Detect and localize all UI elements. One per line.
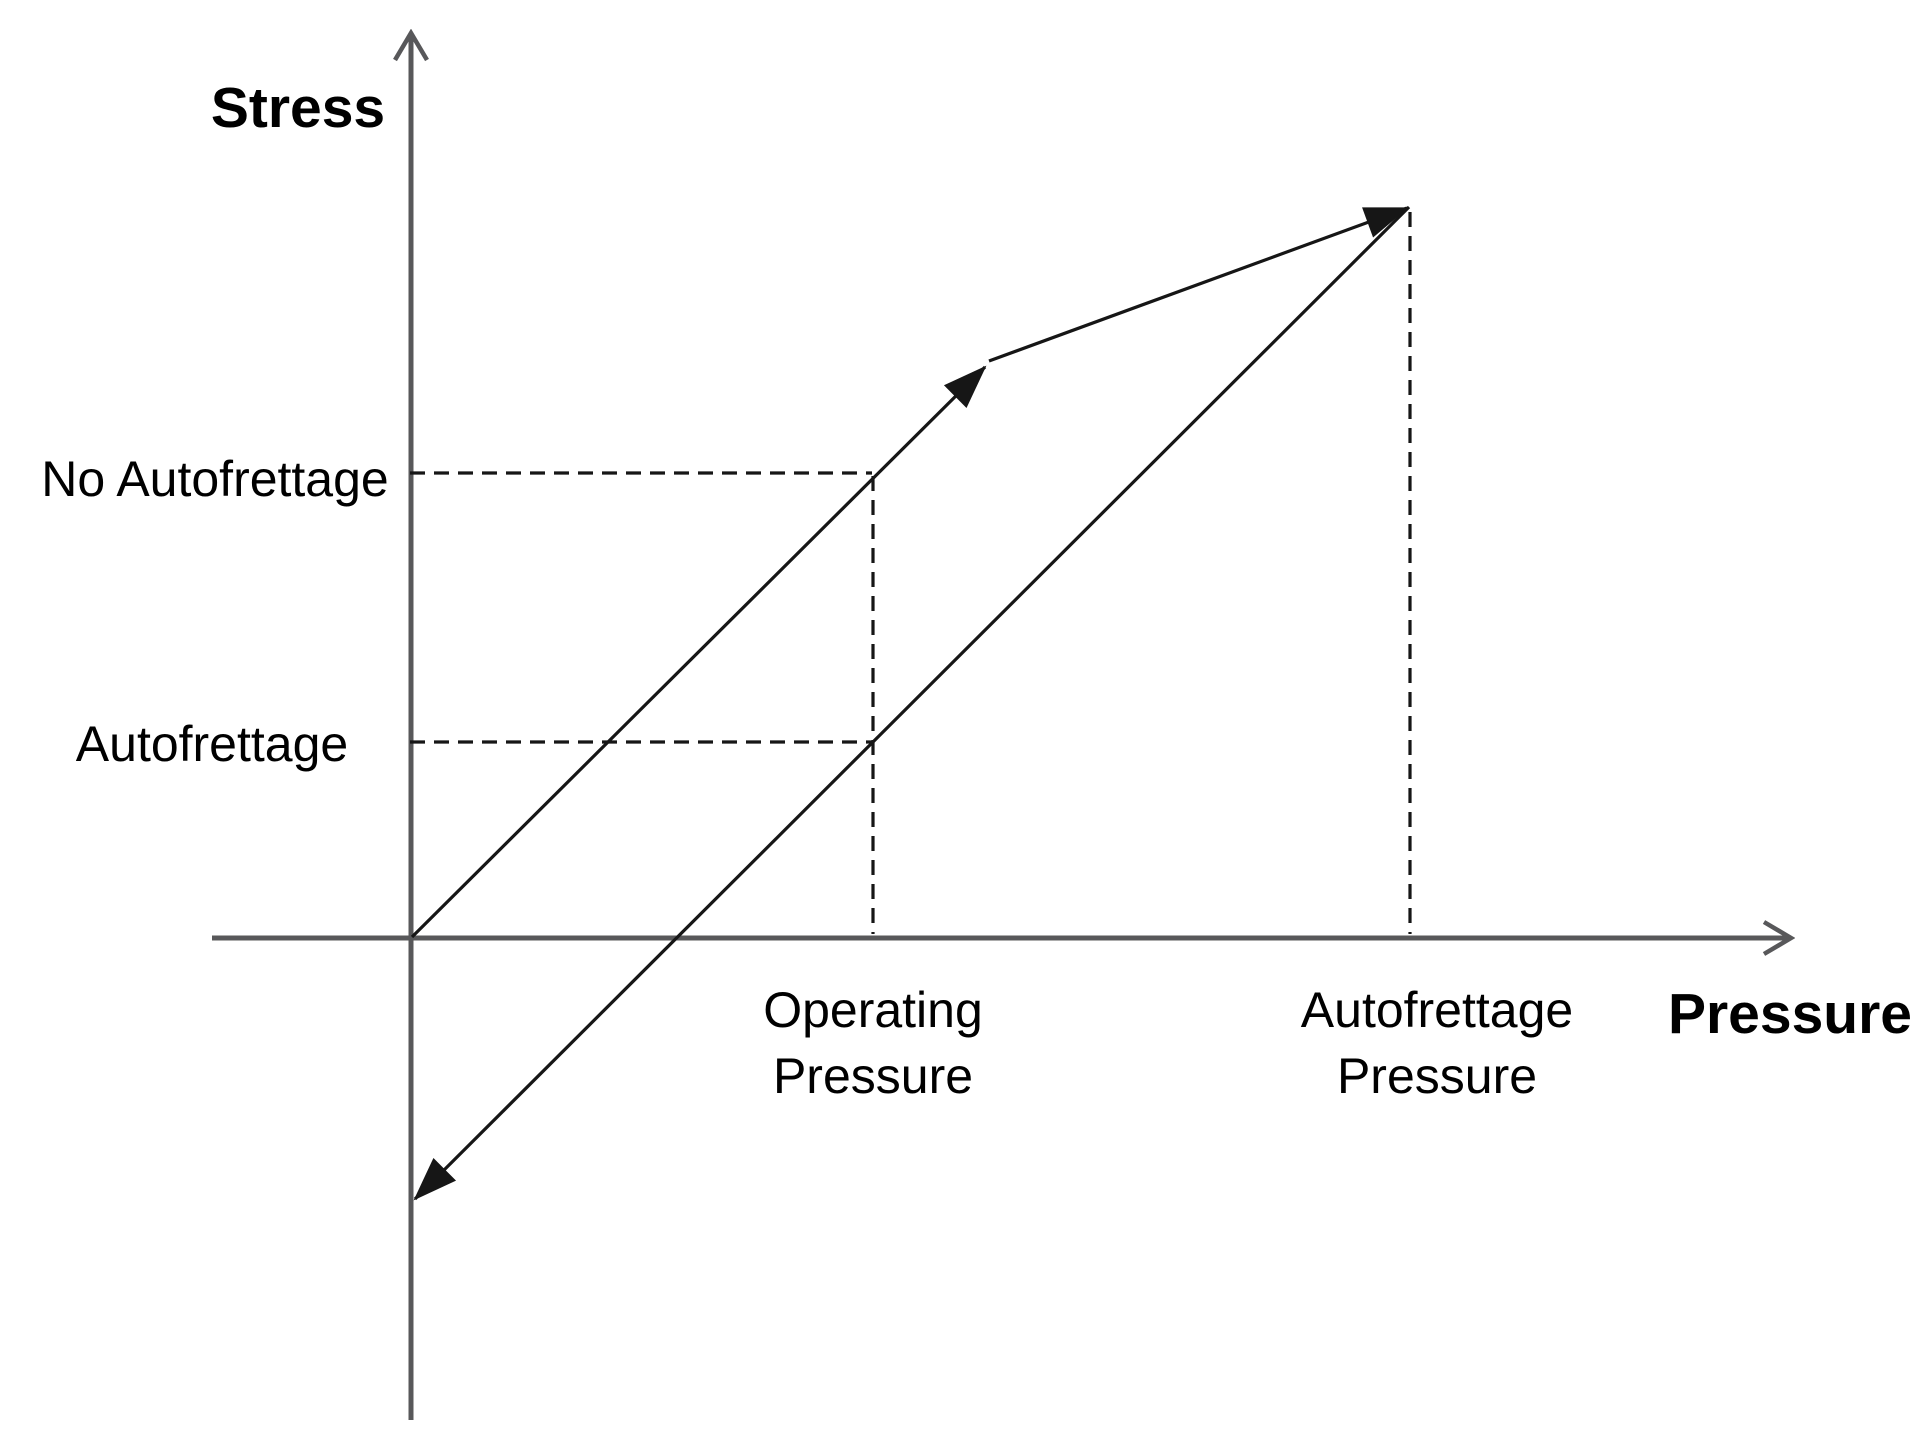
autofrettage-pressure-label-line2: Pressure — [1337, 1048, 1537, 1104]
operating-pressure-label-line2: Pressure — [773, 1048, 973, 1104]
loading-line-no-autofrettage — [410, 365, 987, 939]
x-axis-title: Pressure — [1668, 982, 1912, 1046]
autofrettage-pressure-label-line1: Autofrettage — [1301, 982, 1573, 1038]
y-axis-title: Stress — [211, 76, 385, 140]
loading-line-to-autofrettage-pressure — [988, 206, 1409, 363]
unloading-line-after-autofrettage — [413, 205, 1411, 1201]
autofrettage-stress-label: Autofrettage — [76, 716, 348, 772]
operating-pressure-label-line1: Operating — [763, 982, 983, 1038]
no-autofrettage-stress-label: No Autofrettage — [41, 451, 388, 507]
